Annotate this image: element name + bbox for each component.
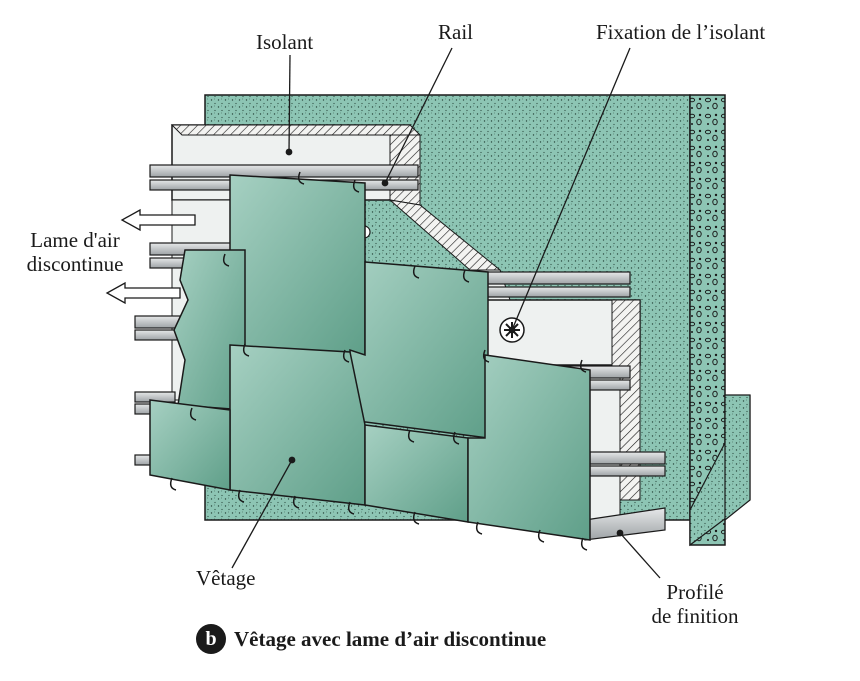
label-profile: Profilé de finition [630,580,760,628]
caption-text: Vêtage avec lame d’air discontinue [234,626,547,651]
label-vetage: Vêtage [196,566,256,590]
cladding-panels [149,174,591,541]
figure-caption: b Vêtage avec lame d’air discontinue [196,624,546,654]
label-rail: Rail [438,20,473,44]
label-lame-air: Lame d'air discontinue [10,228,140,276]
air-flow-arrows [105,208,196,305]
caption-badge: b [196,624,226,654]
label-isolant: Isolant [256,30,314,54]
label-profile-line2: de finition [651,604,739,628]
label-lame-air-line2: discontinue [26,252,124,276]
label-fixation: Fixation de l’isolant [596,20,766,44]
leader-lines [231,47,661,579]
panel-hooks [169,171,588,551]
label-profile-line1: Profilé [666,580,724,604]
label-lame-air-line1: Lame d'air [30,228,120,252]
